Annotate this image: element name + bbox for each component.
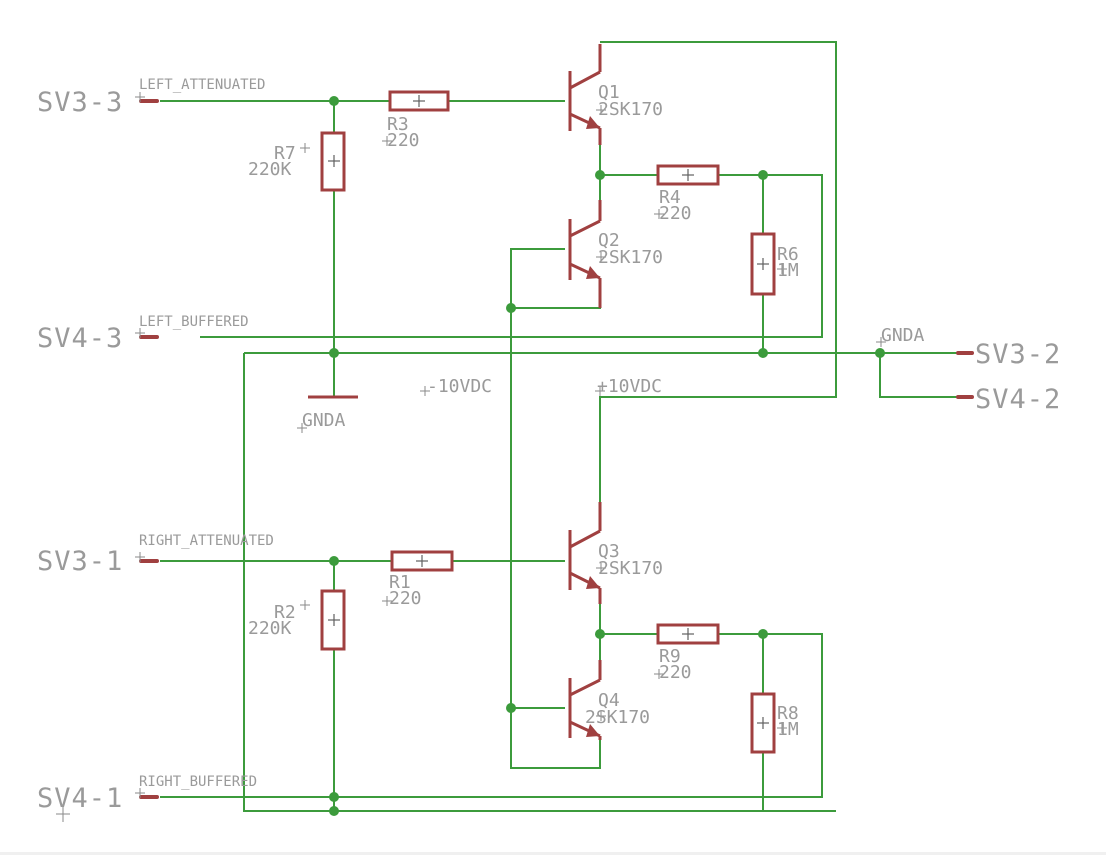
- transistor-value-q2: 2SK170: [598, 247, 663, 268]
- connector-label-sv4-3[interactable]: SV4-3: [37, 323, 123, 354]
- wire-q2-gate[interactable]: [510, 248, 601, 769]
- net-label-left-buffered[interactable]: LEFT_BUFFERED: [139, 314, 249, 330]
- connector-pins: [139, 99, 974, 799]
- connector-label-sv3-3[interactable]: SV3-3: [37, 87, 123, 118]
- junction-dot: [875, 348, 885, 358]
- junction-dot: [329, 806, 339, 816]
- connector-label-sv3-2[interactable]: SV3-2: [975, 339, 1061, 370]
- wire-pos-supply-loop[interactable]: [599, 41, 837, 502]
- net-label-gnda-top[interactable]: GNDA: [881, 325, 925, 346]
- resistor-value-r1: 220: [389, 588, 422, 609]
- resistor-name-r6: R6: [777, 244, 799, 265]
- junction-dot: [595, 170, 605, 180]
- transistor-value-q1: 2SK170: [598, 99, 663, 120]
- resistor-name-r9: R9: [659, 646, 681, 667]
- resistor-value-r6: 1M: [777, 260, 799, 281]
- net-label-left-attenuated[interactable]: LEFT_ATTENUATED: [139, 77, 265, 93]
- resistor-value-r8: 1M: [777, 719, 799, 740]
- resistor-name-r7: R7: [274, 143, 296, 164]
- resistor-name-r4: R4: [659, 187, 681, 208]
- horizontal-scrollbar[interactable]: [0, 852, 1106, 855]
- transistor-name-q1: Q1: [598, 82, 620, 103]
- wire-r9-to-node[interactable]: [160, 633, 823, 798]
- transistor-q1[interactable]: [568, 44, 602, 145]
- net-label-pos-supply[interactable]: +10VDC: [597, 376, 662, 397]
- junction-dot: [758, 348, 768, 358]
- transistor-q2[interactable]: [568, 200, 602, 308]
- connector-label-sv3-1[interactable]: SV3-1: [37, 546, 123, 577]
- connector-label-sv4-2[interactable]: SV4-2: [975, 384, 1061, 415]
- net-label-gnda-bottom[interactable]: GNDA: [302, 410, 346, 431]
- resistor-value-r2: 220K: [248, 618, 292, 639]
- junction-dot: [329, 792, 339, 802]
- wire-gnda-left-drop[interactable]: [243, 353, 836, 812]
- resistor-r1[interactable]: [390, 550, 454, 572]
- junction-dot: [758, 170, 768, 180]
- transistor-name-q4: Q4: [598, 690, 620, 711]
- resistor-name-r3: R3: [387, 114, 409, 135]
- resistor-value-r4: 220: [659, 203, 692, 224]
- resistor-name-r2: R2: [274, 602, 296, 623]
- origin-markers: [56, 92, 886, 822]
- junction-dot: [329, 556, 339, 566]
- transistor-name-q3: Q3: [598, 541, 620, 562]
- resistor-value-r3: 220: [387, 130, 420, 151]
- resistor-r8[interactable]: [750, 692, 776, 754]
- resistor-r6[interactable]: [750, 232, 776, 296]
- resistor-r3[interactable]: [388, 90, 450, 112]
- transistor-name-q2: Q2: [598, 230, 620, 251]
- resistor-r7[interactable]: [320, 131, 346, 192]
- resistor-value-r9: 220: [659, 662, 692, 683]
- resistor-r2[interactable]: [320, 589, 346, 651]
- resistor-r4[interactable]: [656, 164, 720, 186]
- transistor-value-q4: 2SK170: [585, 707, 650, 728]
- junction-dot: [329, 348, 339, 358]
- resistor-name-r8: R8: [777, 703, 799, 724]
- transistor-value-q3: 2SK170: [598, 558, 663, 579]
- junction-dot: [506, 703, 516, 713]
- net-label-right-attenuated[interactable]: RIGHT_ATTENUATED: [139, 533, 274, 549]
- wire-gnda-bus[interactable]: [244, 352, 958, 398]
- net-label-neg-supply[interactable]: -10VDC: [427, 376, 492, 397]
- net-label-right-buffered[interactable]: RIGHT_BUFFERED: [139, 774, 257, 790]
- wire-q2-source[interactable]: [511, 280, 601, 309]
- junction-dot: [595, 629, 605, 639]
- resistor-name-r1: R1: [389, 572, 411, 593]
- resistor-value-r7: 220K: [248, 159, 292, 180]
- junction-dot: [329, 96, 339, 106]
- junction-dot: [506, 303, 516, 313]
- resistor-r9[interactable]: [656, 623, 720, 645]
- transistor-q4[interactable]: [568, 660, 602, 740]
- connector-label-sv4-1[interactable]: SV4-1: [37, 783, 123, 814]
- junction-dot: [758, 629, 768, 639]
- transistor-q3[interactable]: [568, 502, 602, 604]
- junctions: [329, 96, 885, 816]
- labels: SV3-3 SV4-3 SV3-1 SV4-1 SV3-2 SV4-2 LEFT…: [37, 77, 1061, 814]
